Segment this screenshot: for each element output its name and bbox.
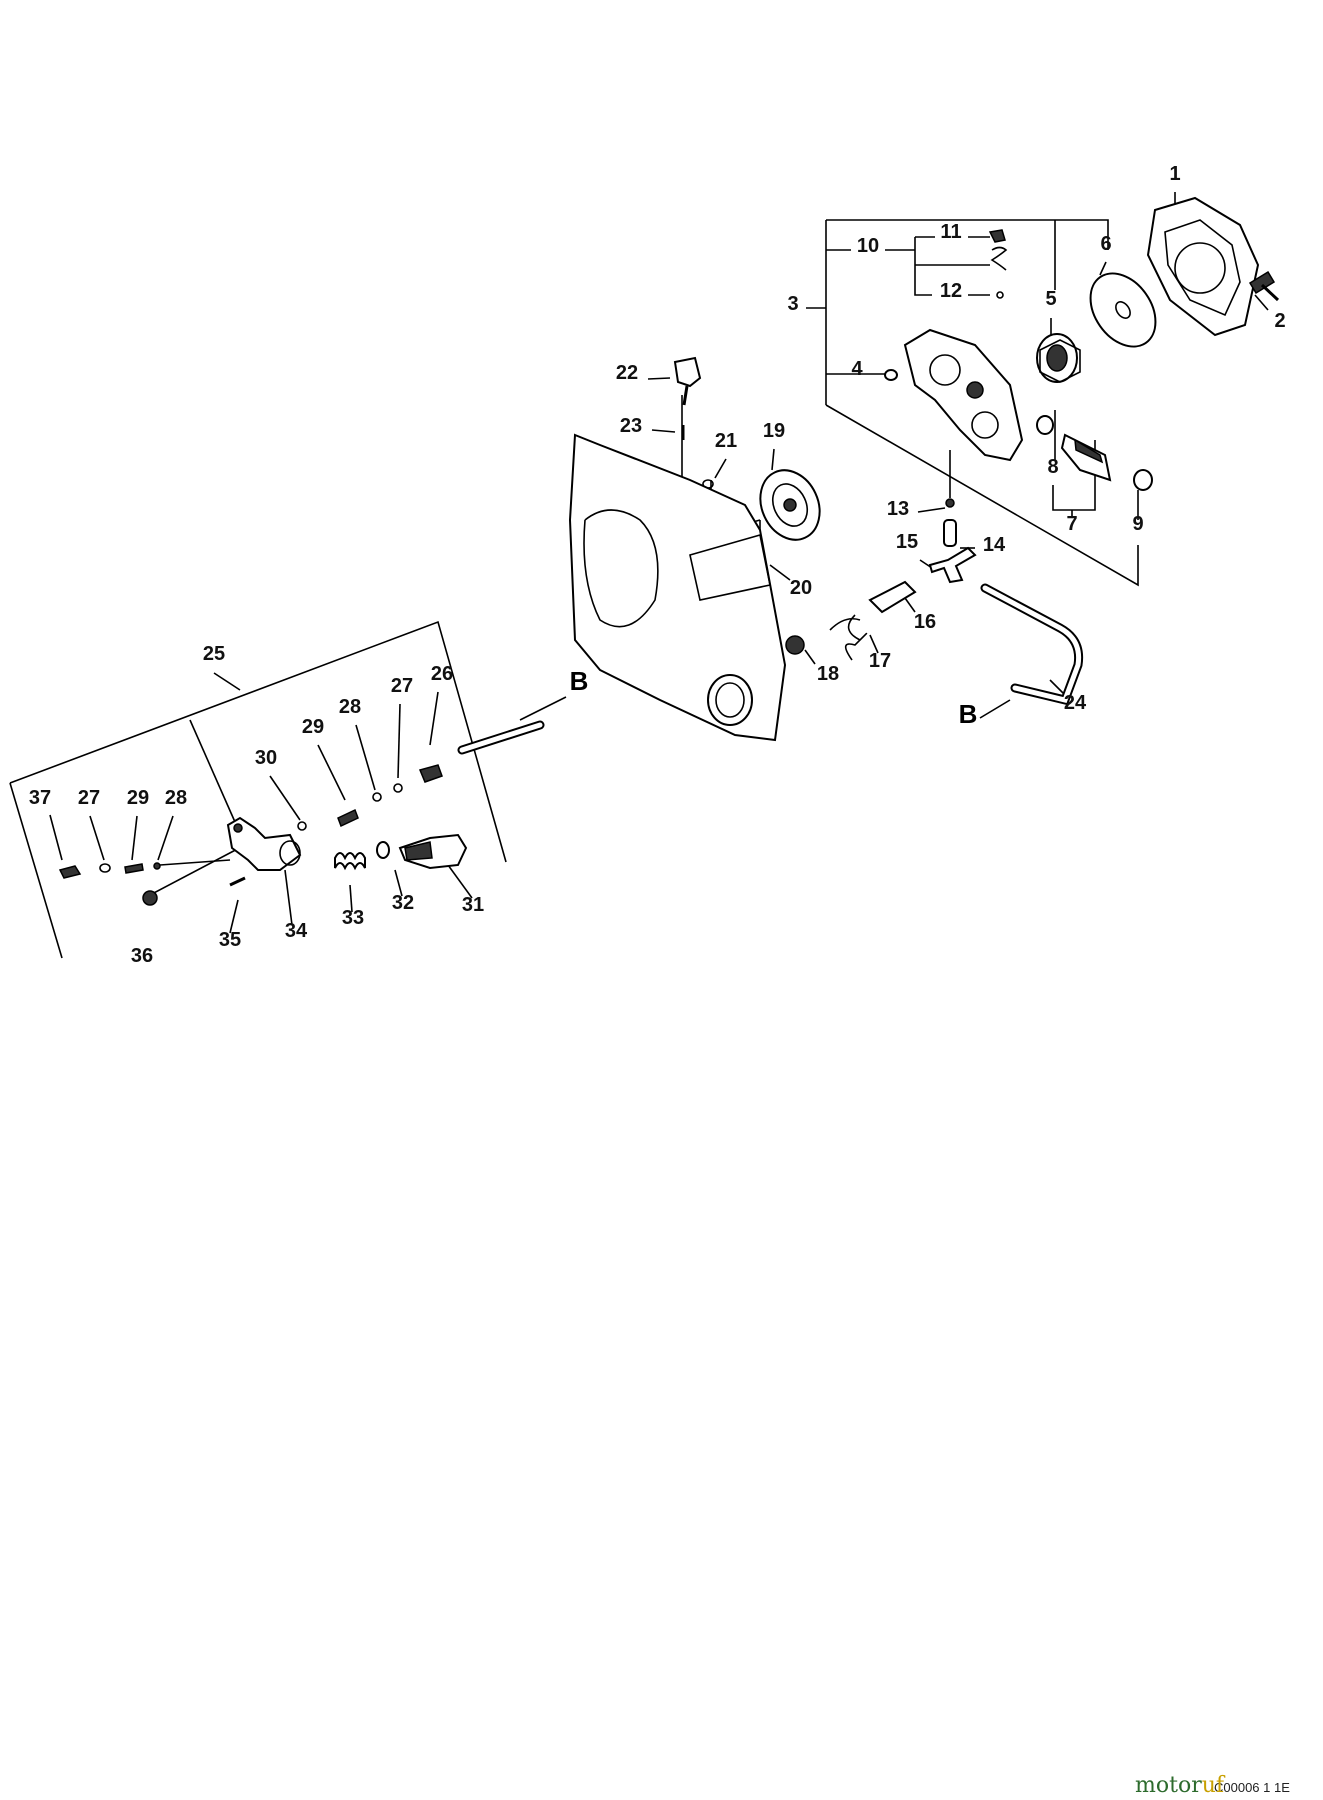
- part-35-pin: [229, 876, 246, 887]
- callout-l3: 3: [787, 293, 798, 315]
- part-37-plug: [58, 865, 82, 879]
- callout-l28a: 28: [339, 696, 361, 718]
- callout-l20: 20: [790, 577, 812, 599]
- part-26-screw: [418, 764, 443, 783]
- image-code: C00006 1 1E: [1214, 1780, 1290, 1795]
- callout-l29a: 29: [302, 716, 324, 738]
- callout-l17: 17: [869, 650, 891, 672]
- part-6-washer: [1089, 272, 1157, 348]
- part-3-pump-housing: [903, 328, 1024, 462]
- reference-labels: BB: [570, 666, 978, 729]
- callout-l10: 10: [857, 235, 879, 257]
- part-22-cap: [673, 356, 702, 406]
- callout-l24: 24: [1064, 692, 1087, 714]
- part-24-oil-hose: [980, 583, 1084, 706]
- watermark-part-1: motor: [1135, 1773, 1202, 1798]
- ref-label-b2: B: [959, 699, 978, 729]
- part-34-body: [226, 816, 302, 871]
- part-5-bearing: [1036, 333, 1081, 383]
- callout-l2: 2: [1274, 310, 1285, 332]
- callout-l25: 25: [203, 643, 225, 665]
- callout-l21: 21: [715, 430, 737, 452]
- part-14-pin: [943, 519, 957, 547]
- part-7-8-9-shaft: [1036, 415, 1153, 491]
- part-4-oring: [884, 369, 898, 381]
- watermark-logo: motoruf: [1135, 1773, 1226, 1798]
- part-13-ball: [945, 498, 955, 508]
- part-19-worm-gear: [759, 469, 821, 541]
- callout-l4: 4: [851, 358, 863, 380]
- callout-l30: 30: [255, 747, 277, 769]
- callout-l16: 16: [914, 611, 936, 633]
- callout-l29b: 29: [127, 787, 149, 809]
- callout-l11: 11: [940, 221, 961, 243]
- callout-l23: 23: [620, 415, 642, 437]
- callout-l34: 34: [285, 920, 308, 942]
- part-27b-oring: [99, 863, 111, 873]
- part-2-screw: [1248, 270, 1280, 302]
- part-32-oring: [376, 841, 390, 859]
- callout-l7: 7: [1066, 513, 1077, 535]
- part-28b-ball: [153, 862, 161, 870]
- callout-l8: 8: [1047, 456, 1058, 478]
- part-36-bolt: [142, 890, 158, 906]
- part-29b-spring: [124, 863, 144, 874]
- callout-l1: 1: [1169, 163, 1180, 185]
- callout-l36: 36: [131, 945, 153, 967]
- callout-l6: 6: [1100, 233, 1111, 255]
- callout-l26: 26: [431, 663, 453, 685]
- callout-l12: 12: [940, 280, 962, 302]
- watermark-part-2: uf: [1202, 1773, 1226, 1798]
- crankcase-body: [568, 433, 787, 742]
- part-27a-oring: [393, 783, 403, 793]
- callout-l13: 13: [887, 498, 909, 520]
- callout-l19: 19: [763, 420, 785, 442]
- callout-l15: 15: [896, 531, 918, 553]
- part-11-12-small: [988, 229, 1008, 299]
- part-28a-ball: [372, 792, 382, 802]
- ref-label-b1: B: [570, 666, 589, 696]
- callout-l14: 14: [983, 534, 1006, 556]
- callout-l27a: 27: [391, 675, 413, 697]
- part-29a-spring: [337, 808, 359, 828]
- parts: [58, 196, 1280, 906]
- callout-l37: 37: [29, 787, 51, 809]
- part-30-ball: [297, 821, 307, 831]
- callout-l22: 22: [616, 362, 638, 384]
- part-15-fitting: [928, 546, 977, 584]
- callout-l35: 35: [219, 929, 241, 951]
- callout-l32: 32: [392, 892, 414, 914]
- callout-labels: 1234567891011121314151617181920212223242…: [29, 163, 1286, 967]
- callout-l5: 5: [1045, 288, 1056, 310]
- callout-l18: 18: [817, 663, 839, 685]
- part-16-17-worm: [829, 580, 917, 661]
- callout-l27b: 27: [78, 787, 100, 809]
- part-33-spring: [334, 852, 366, 871]
- callout-l31: 31: [462, 894, 484, 916]
- part-1-cover: [1146, 196, 1260, 337]
- part-18-plug: [785, 635, 805, 655]
- callout-l33: 33: [342, 907, 364, 929]
- callout-l9: 9: [1132, 513, 1143, 535]
- callout-l28b: 28: [165, 787, 187, 809]
